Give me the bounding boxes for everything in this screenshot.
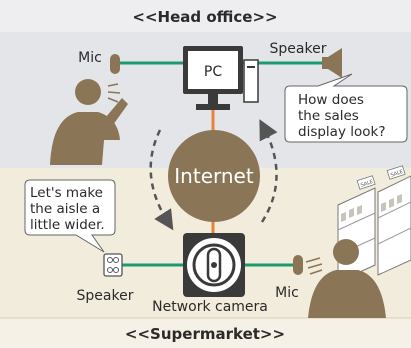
head-office-person-icon [50,79,128,165]
internet-globe [168,130,260,222]
internet-label: Internet [174,164,254,188]
sale-sign: SALE [360,179,374,189]
supermarket-title: <<Supermarket>> [125,325,285,343]
dashed-arrow-down-icon [149,129,174,231]
bubble-line: display look? [298,124,385,140]
network-camera-icon [183,233,245,297]
bubble-line: little wider. [30,217,105,233]
mic-icon [293,255,303,275]
supermarket-band [0,318,411,348]
pc-label: PC [204,64,222,80]
speaker-icon [322,48,342,78]
pc-icon [183,46,259,110]
supermarket-speech-bubble: Let's make the aisle a little wider. [24,179,116,253]
sale-sign: SALE [390,169,404,179]
head-office-band [0,0,411,32]
head-office-title: <<Head office>> [132,8,277,26]
head-office-speech-bubble: How does the sales display look? [284,73,408,143]
mic-icon [110,54,120,74]
speaker-icon [103,253,123,277]
supermarket-person-icon [305,239,386,318]
head-office-speaker-label: Speaker [270,41,327,57]
dashed-arrow-up-icon [259,119,278,223]
head-office-mic-label: Mic [78,50,102,66]
bubble-line: the aisle a [30,201,100,217]
bubble-line: How does [298,92,364,108]
supermarket-mic-label: Mic [275,285,299,301]
network-camera-label: Network camera [152,299,268,315]
supermarket-speaker-label: Speaker [77,288,134,304]
bubble-line: the sales [298,108,359,124]
bubble-line: Let's make [30,185,103,201]
